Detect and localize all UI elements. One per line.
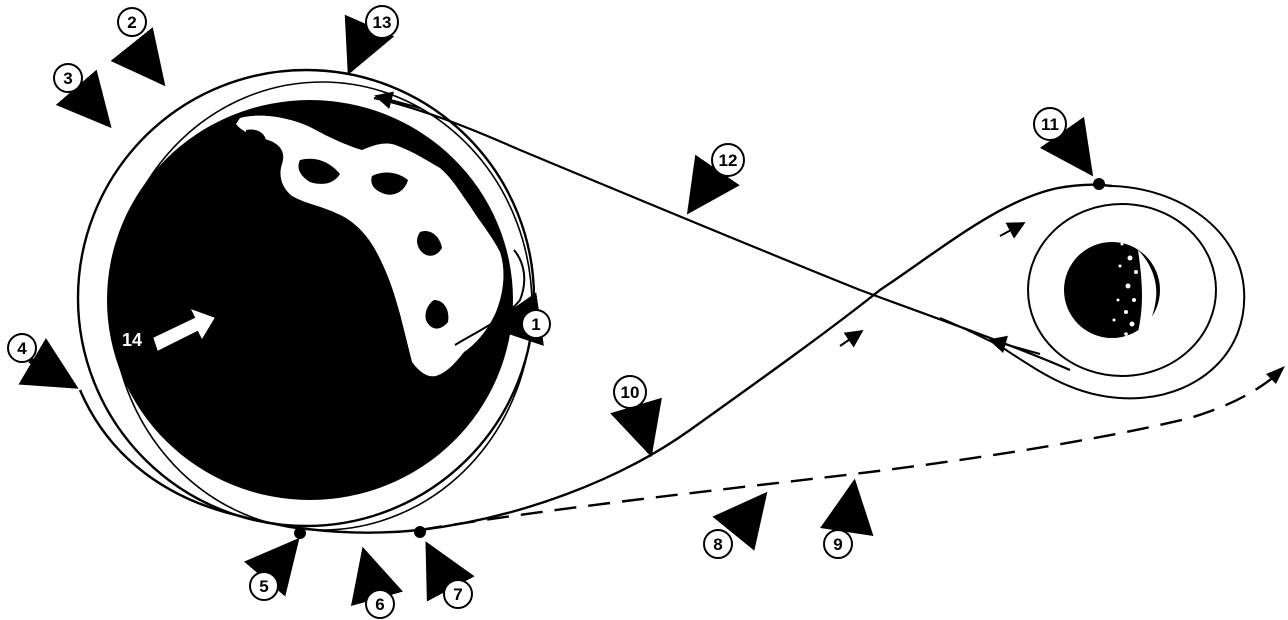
direction-arrow xyxy=(840,331,862,346)
callout-arrow-6 xyxy=(364,552,374,588)
callout-label-1: 1 xyxy=(531,315,540,334)
callout-arrow-10 xyxy=(638,412,650,452)
return-direction-arrow xyxy=(990,340,1040,354)
callout-5: 5 xyxy=(250,572,278,600)
event-point-7 xyxy=(414,526,426,538)
callout-label-11: 11 xyxy=(1041,115,1059,134)
direction-arrow xyxy=(1000,223,1024,236)
callout-4: 4 xyxy=(8,334,36,362)
event-point-5 xyxy=(294,527,306,539)
callout-label-4: 4 xyxy=(17,339,27,358)
callout-label-2: 2 xyxy=(127,13,136,32)
callout-arrow-8 xyxy=(738,496,764,528)
callout-label-13: 13 xyxy=(373,13,392,32)
callout-label-6: 6 xyxy=(375,595,384,614)
callout-12: 12 xyxy=(712,144,744,176)
callout-label-3: 3 xyxy=(63,69,72,88)
callout-arrow-9 xyxy=(848,484,854,524)
callout-2: 2 xyxy=(118,8,146,36)
callout-7: 7 xyxy=(444,580,472,608)
callout-1: 1 xyxy=(522,310,550,338)
callout-label-9: 9 xyxy=(833,535,842,554)
label-14: 14 xyxy=(122,330,142,350)
callout-arrow-1 xyxy=(492,322,520,326)
callout-6: 6 xyxy=(366,590,394,618)
callout-arrow-11 xyxy=(1066,138,1090,172)
callout-label-10: 10 xyxy=(621,383,640,402)
callout-arrow-7 xyxy=(428,546,446,580)
callout-9: 9 xyxy=(824,530,852,558)
moon xyxy=(1064,242,1160,340)
callout-arrow-13 xyxy=(350,38,364,70)
callout-8: 8 xyxy=(704,530,732,558)
callout-arrow-5 xyxy=(274,542,296,568)
callout-10: 10 xyxy=(614,376,646,408)
callout-arrow-12 xyxy=(690,178,712,210)
callout-label-8: 8 xyxy=(713,535,722,554)
callout-arrow-2 xyxy=(138,52,162,82)
callout-arrow-4 xyxy=(30,360,74,386)
callout-label-7: 7 xyxy=(453,585,462,604)
earth xyxy=(107,100,513,500)
callout-label-12: 12 xyxy=(719,151,738,170)
callout-13: 13 xyxy=(366,6,398,38)
callout-label-5: 5 xyxy=(259,577,268,596)
callout-arrow-3 xyxy=(82,94,108,124)
callout-3: 3 xyxy=(54,64,82,92)
event-point-11 xyxy=(1093,178,1105,190)
callout-11: 11 xyxy=(1034,108,1066,140)
alternate-dashed-trajectory xyxy=(420,376,1275,530)
